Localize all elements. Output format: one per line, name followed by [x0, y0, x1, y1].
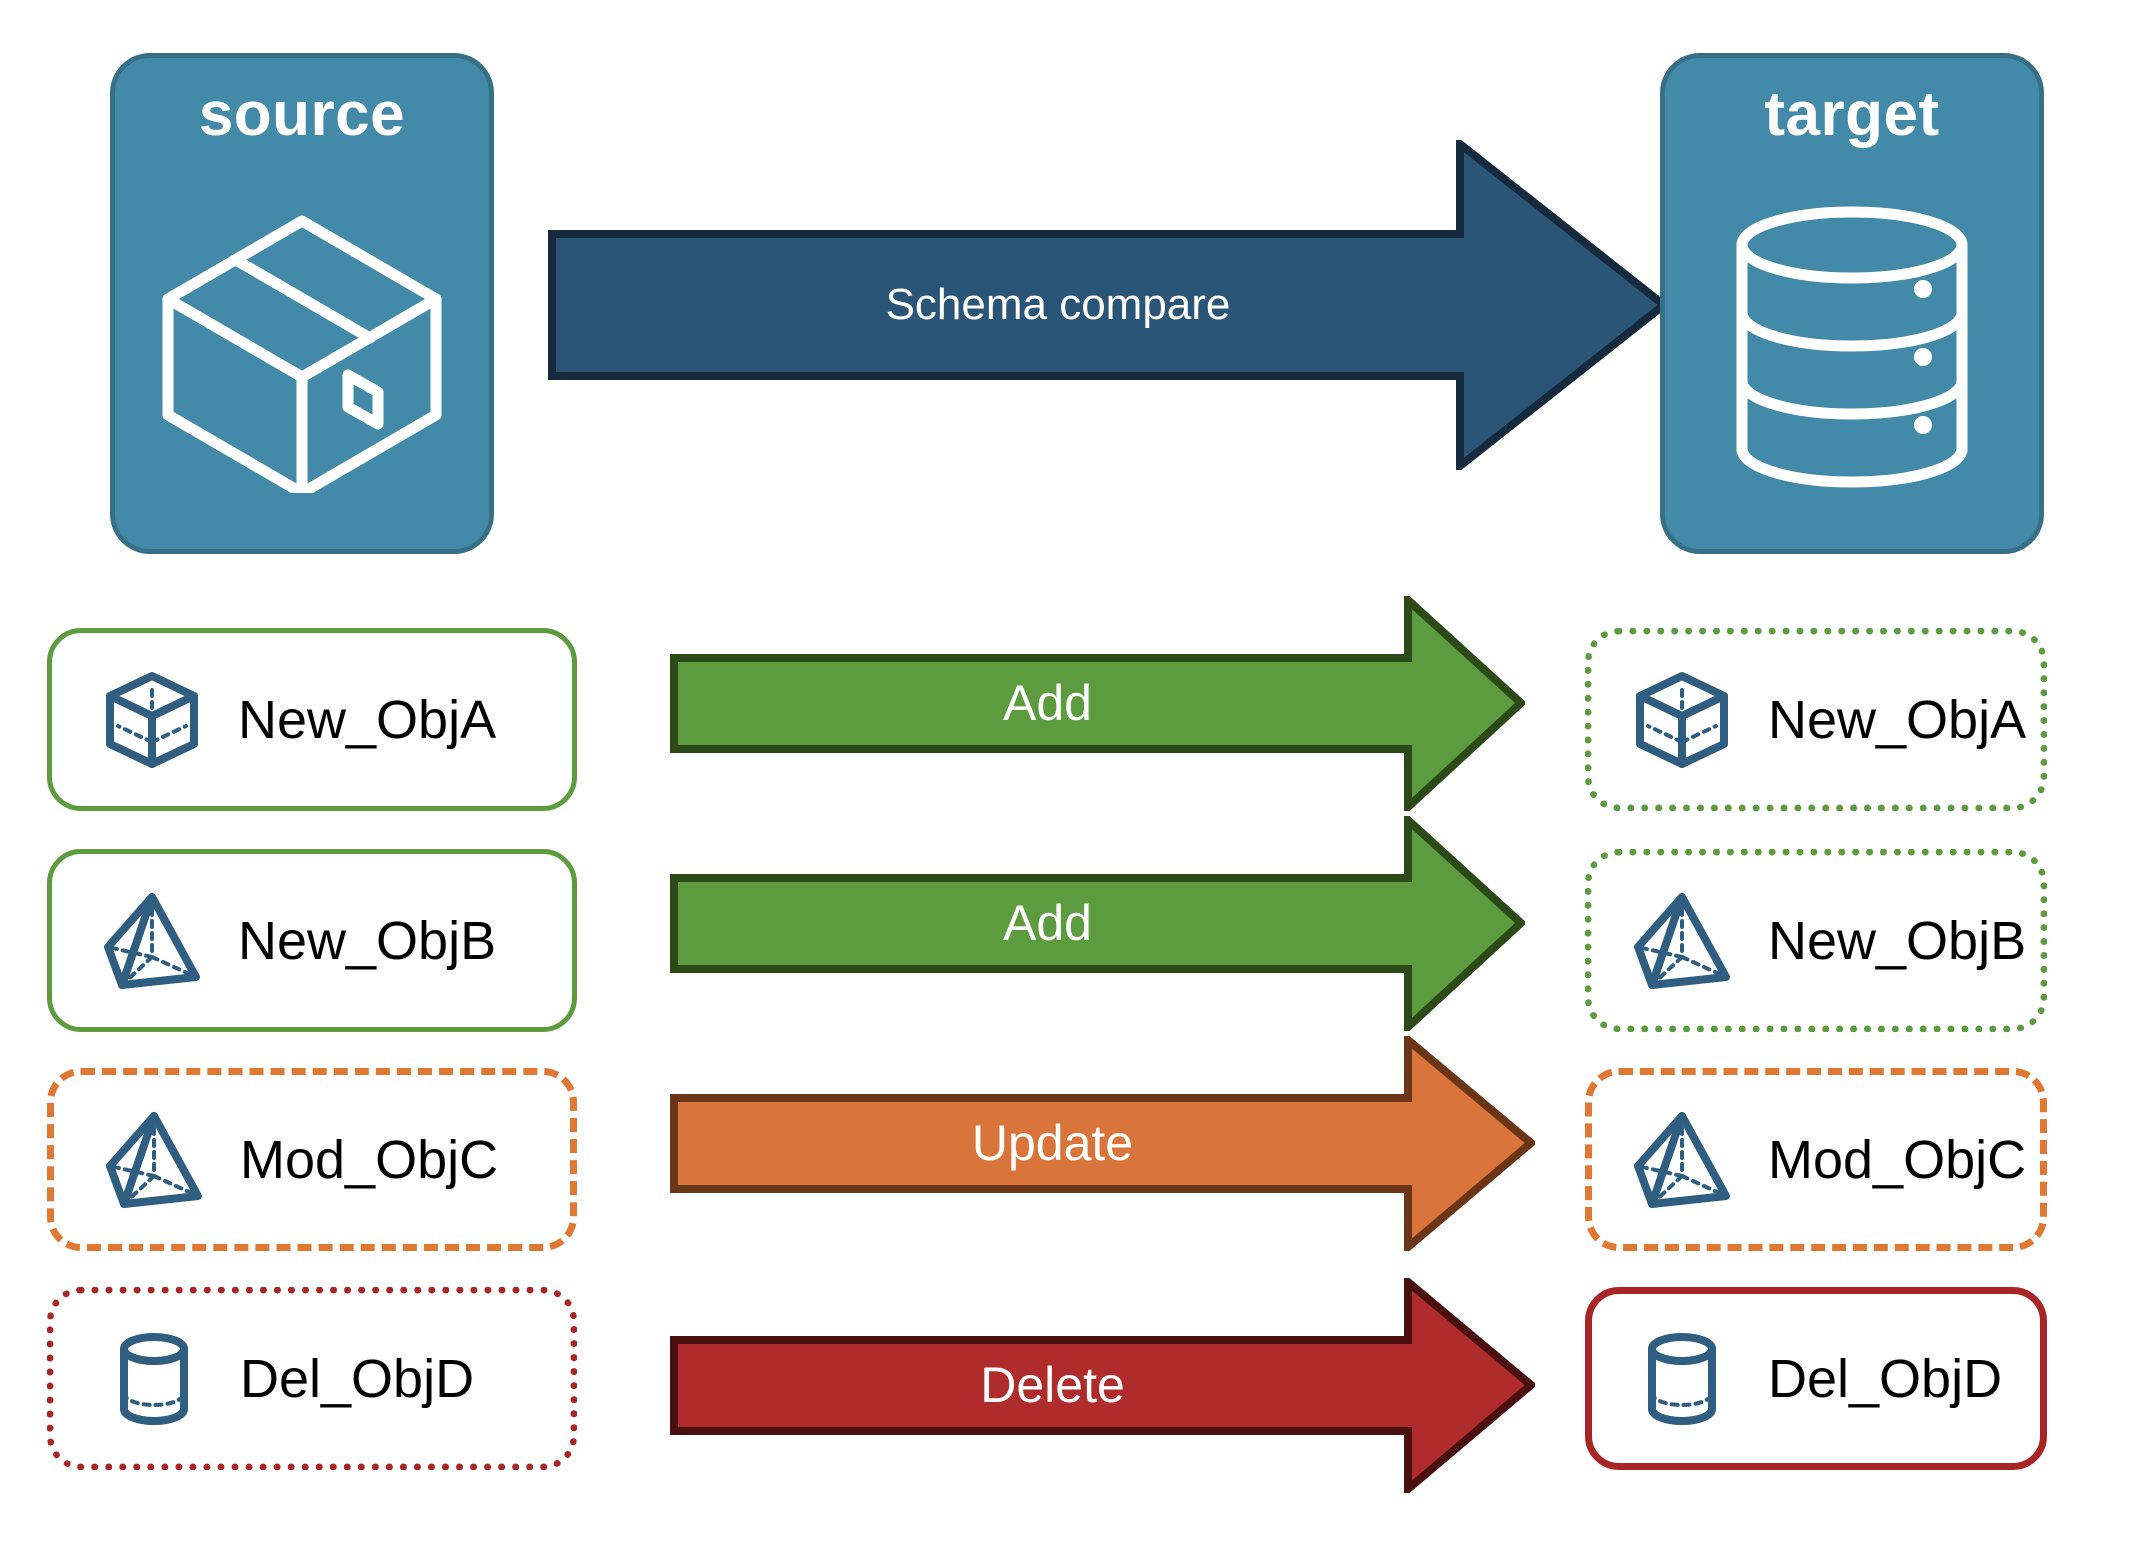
pyramid-wireframe-icon [102, 1108, 206, 1212]
source-object-label-4: Del_ObjD [240, 1348, 475, 1409]
target-object-label-3: Mod_ObjC [1768, 1129, 2027, 1190]
target-object-box-2[interactable]: New_ObjB [1585, 849, 2047, 1032]
schema-compare-arrow[interactable]: Schema compare [548, 135, 1671, 475]
target-title: target [1764, 80, 1940, 149]
action-arrow-update[interactable]: Update [670, 1031, 1538, 1256]
right-arrow-icon [670, 590, 1527, 817]
right-arrow-icon [670, 1031, 1538, 1256]
action-arrow-add-1[interactable]: Add [670, 590, 1527, 817]
cube-wireframe-icon [100, 668, 204, 772]
pyramid-wireframe-icon [1630, 889, 1734, 993]
pyramid-wireframe-icon [100, 889, 204, 993]
right-arrow-icon [548, 135, 1671, 475]
target-object-label-1: New_ObjA [1768, 689, 2027, 750]
source-object-box-1[interactable]: New_ObjA [47, 628, 577, 811]
target-object-label-2: New_ObjB [1768, 910, 2027, 971]
source-object-label-3: Mod_ObjC [240, 1129, 499, 1190]
target-object-box-3[interactable]: Mod_ObjC [1585, 1068, 2047, 1251]
right-arrow-icon [670, 1273, 1538, 1498]
action-arrow-delete[interactable]: Delete [670, 1273, 1538, 1498]
target-panel[interactable]: target [1660, 53, 2044, 554]
source-object-box-2[interactable]: New_ObjB [47, 849, 577, 1032]
target-object-label-4: Del_ObjD [1768, 1348, 2003, 1409]
source-object-label-2: New_ObjB [238, 910, 497, 971]
database-cylinder-icon [1665, 146, 2039, 549]
source-panel[interactable]: source [110, 53, 494, 554]
target-object-box-1[interactable]: New_ObjA [1585, 628, 2047, 811]
package-cube-icon [115, 146, 489, 549]
right-arrow-icon [670, 810, 1527, 1037]
cylinder-wireframe-icon [102, 1327, 206, 1431]
pyramid-wireframe-icon [1630, 1108, 1734, 1212]
source-object-label-1: New_ObjA [238, 689, 497, 750]
cylinder-wireframe-icon [1630, 1327, 1734, 1431]
action-arrow-add-2[interactable]: Add [670, 810, 1527, 1037]
source-object-box-3[interactable]: Mod_ObjC [47, 1068, 577, 1251]
source-title: source [198, 80, 406, 149]
target-object-box-4[interactable]: Del_ObjD [1585, 1287, 2047, 1470]
source-object-box-4[interactable]: Del_ObjD [47, 1287, 577, 1470]
cube-wireframe-icon [1630, 668, 1734, 772]
